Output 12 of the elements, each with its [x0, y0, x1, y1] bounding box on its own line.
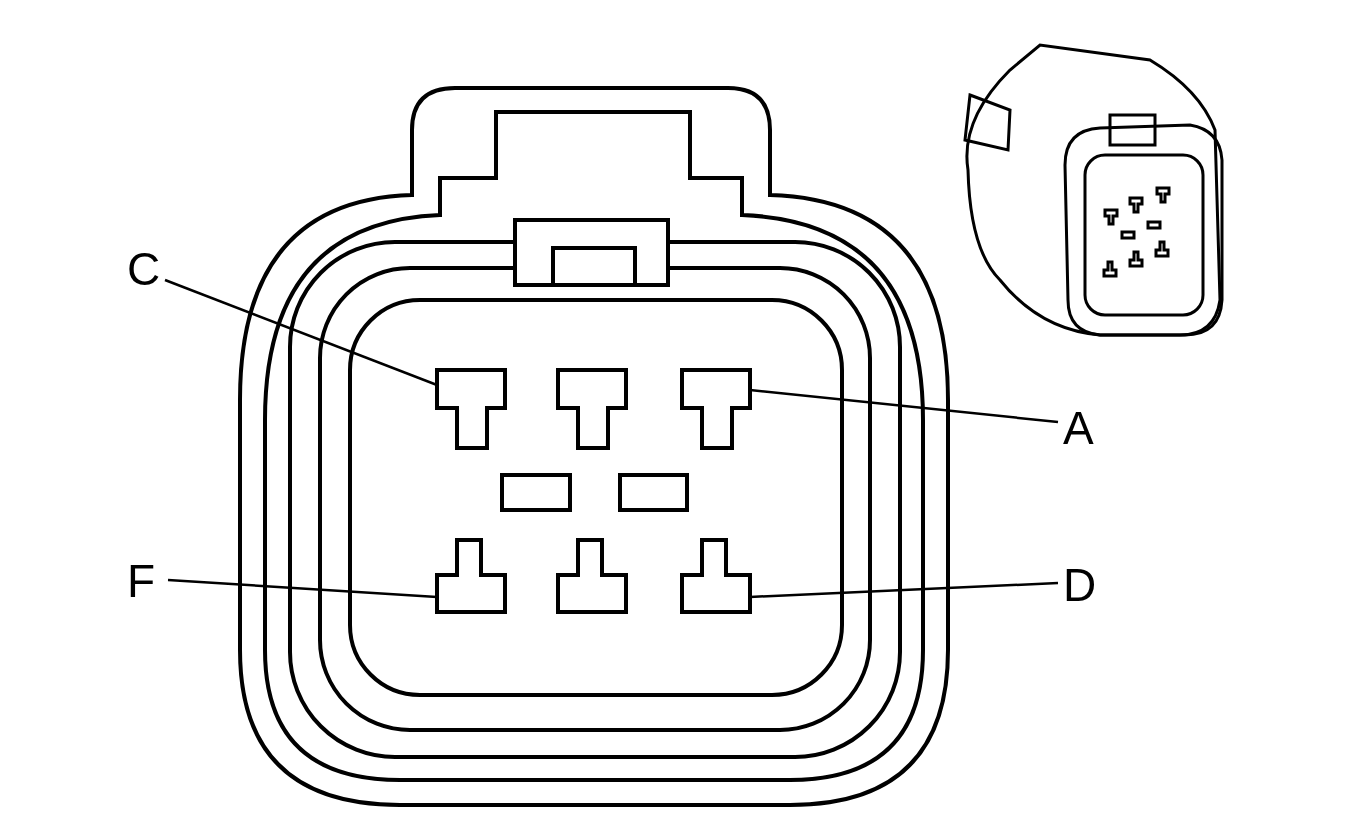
- terminal-slot: [680, 538, 752, 614]
- leader-line: [749, 388, 1059, 424]
- leader-line: [749, 581, 1059, 599]
- terminal-slot: [680, 368, 752, 450]
- pin-label: D: [1063, 562, 1097, 608]
- leader-line: [167, 578, 438, 599]
- pin-label: C: [127, 246, 161, 292]
- terminal-slot: [435, 368, 507, 450]
- leader-line: [164, 278, 438, 387]
- terminal-slot: [435, 538, 507, 614]
- pin-label: A: [1063, 405, 1094, 451]
- pin-label: F: [127, 558, 156, 604]
